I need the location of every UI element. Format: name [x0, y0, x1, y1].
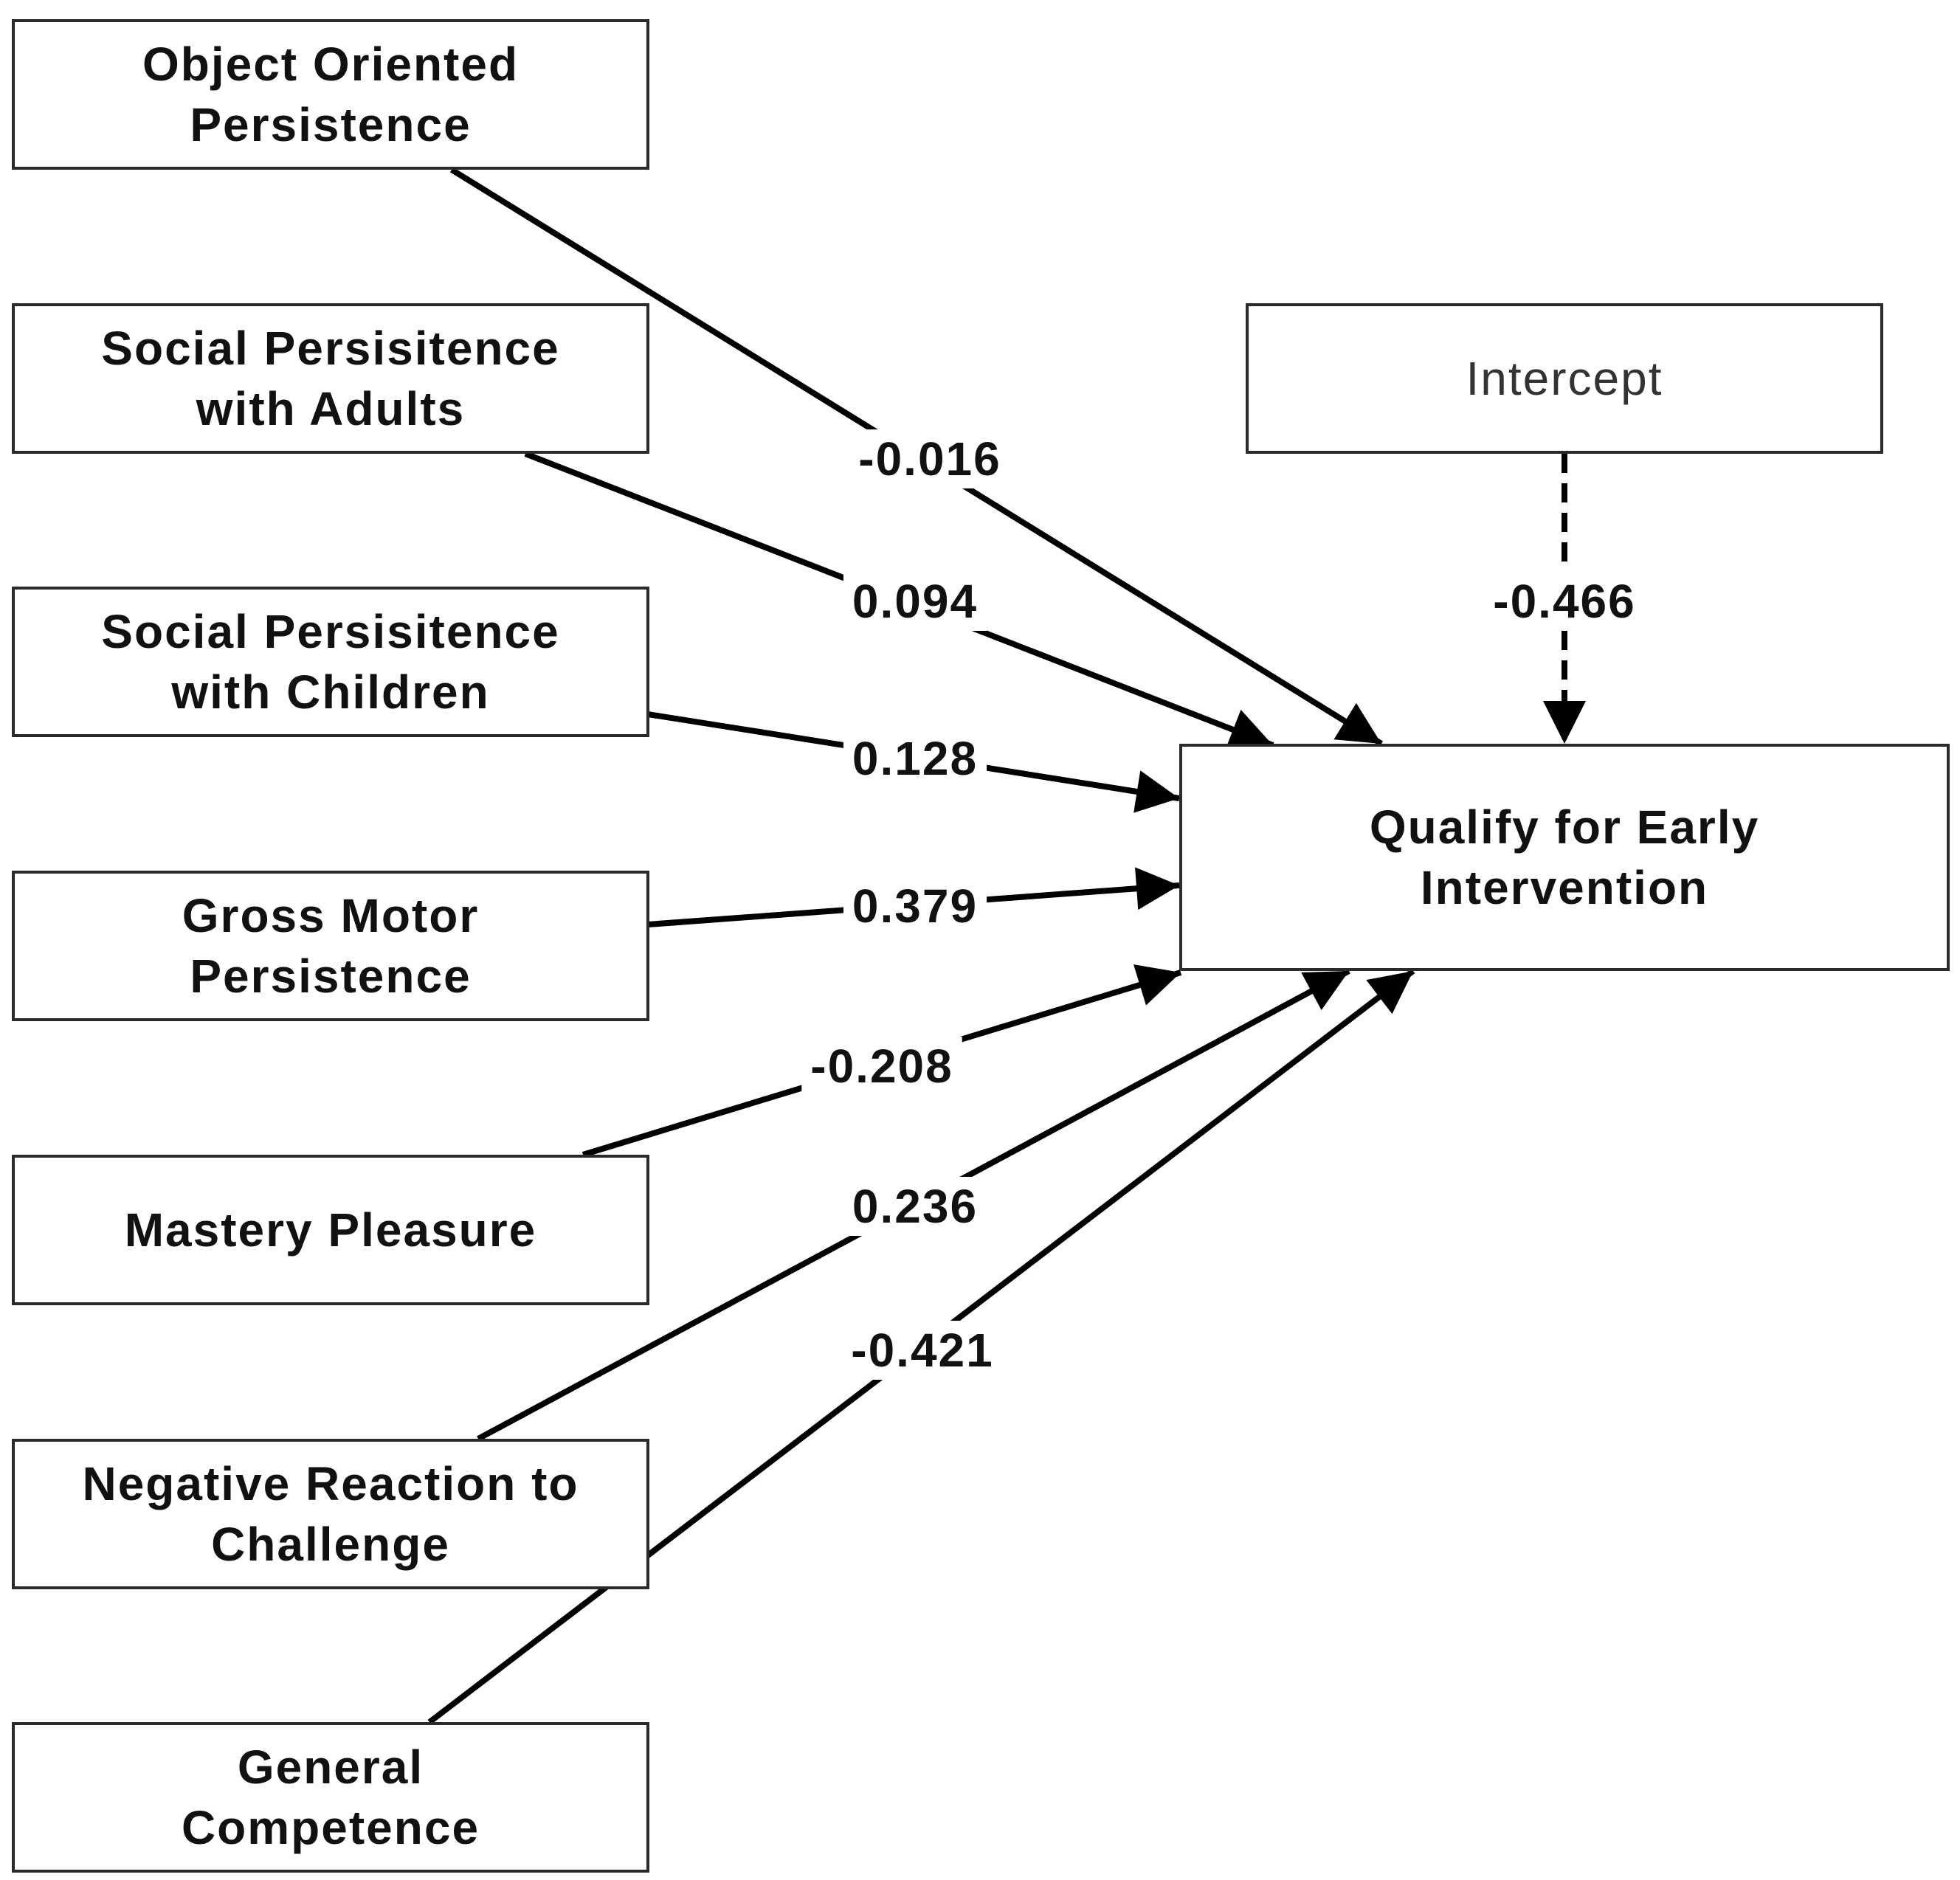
node-box: [12, 1155, 649, 1305]
node-box: [1179, 744, 1950, 971]
coefficient-label: -0.208: [810, 1040, 953, 1093]
edge-label-gross_motor: 0.379: [843, 877, 987, 936]
coefficient-label: 0.236: [852, 1180, 978, 1233]
label-background: [1484, 572, 1645, 631]
node-label-line: with Children: [170, 666, 489, 719]
coefficient-label: -0.466: [1493, 575, 1635, 628]
node-intercept: Intercept: [1246, 303, 1883, 454]
node-label-line: Intercept: [1466, 352, 1663, 405]
edge-label-negative: 0.236: [843, 1177, 987, 1236]
node-label-line: with Adults: [196, 382, 465, 435]
node-box: [12, 1722, 649, 1873]
coefficient-label: 0.379: [852, 879, 978, 933]
node-box: [12, 1439, 649, 1589]
edge-label-social_adults: 0.094: [843, 572, 987, 631]
node-label-line: Social Persisitence: [101, 605, 559, 658]
label-background: [843, 572, 987, 631]
node-box: [12, 587, 649, 737]
node-box: [1246, 303, 1883, 454]
node-label-line: Intervention: [1421, 861, 1708, 914]
coefficient-label: -0.016: [858, 432, 1001, 485]
node-label-line: Social Persisitence: [101, 322, 559, 375]
node-box: [12, 19, 649, 170]
node-label-line: Competence: [182, 1801, 480, 1854]
edge-label-general: -0.421: [842, 1321, 1003, 1380]
node-social-adults: Social Persisitence with Adults: [12, 303, 649, 454]
label-background: [849, 429, 1010, 488]
node-label-line: Challenge: [211, 1518, 450, 1571]
node-mastery: Mastery Pleasure: [12, 1155, 649, 1305]
node-negative: Negative Reaction to Challenge: [12, 1439, 649, 1589]
node-label-line: Gross Motor: [182, 889, 479, 942]
edge-label-mastery: -0.208: [801, 1037, 962, 1096]
label-background: [843, 877, 987, 936]
node-label-line: Object Oriented: [142, 38, 519, 91]
node-label-line: Negative Reaction to: [82, 1457, 579, 1510]
label-background: [842, 1321, 1003, 1380]
coefficient-label: 0.094: [852, 575, 978, 628]
node-label-line: Persistence: [190, 98, 471, 151]
edge-label-social_children: 0.128: [843, 729, 987, 788]
coefficient-label: 0.128: [852, 732, 978, 785]
edge-label-object_oriented: -0.016: [849, 429, 1010, 488]
coefficient-label: -0.421: [851, 1324, 993, 1377]
node-label-line: Persistence: [190, 950, 471, 1003]
node-label-line: General: [238, 1741, 424, 1794]
edge-label-intercept: -0.466: [1484, 572, 1645, 631]
node-box: [12, 303, 649, 454]
label-background: [801, 1037, 962, 1096]
label-background: [843, 1177, 987, 1236]
node-label-line: Qualify for Early: [1370, 801, 1759, 854]
node-box: [12, 871, 649, 1021]
node-label-line: Mastery Pleasure: [125, 1203, 537, 1257]
node-social-children: Social Persisitence with Children: [12, 587, 649, 737]
label-background: [843, 729, 987, 788]
edge-labels-layer: -0.016 0.094 0.128 0.379 -0.208 0.236 -0.421 -0…: [801, 429, 1645, 1380]
